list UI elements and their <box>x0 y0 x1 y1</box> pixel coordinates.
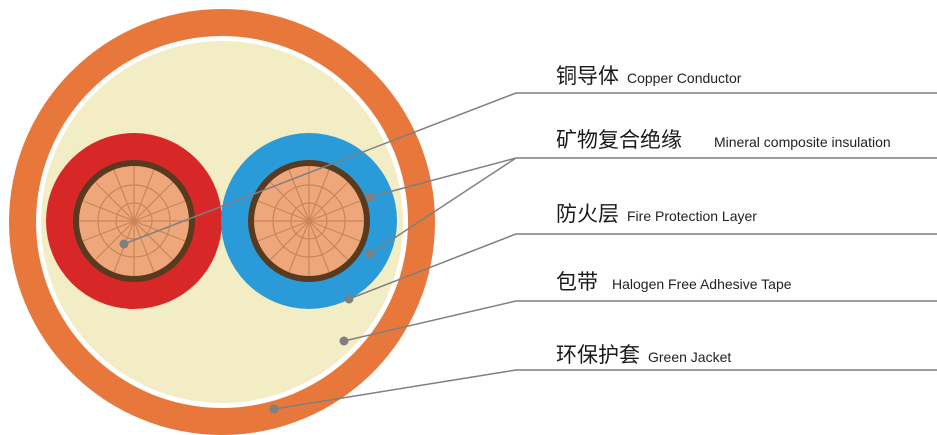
label-green-jacket-cn: 环保护套 <box>556 343 640 367</box>
label-mineral-insulation-cn: 矿物复合绝缘 <box>556 128 682 152</box>
leader-line-fire-protection <box>369 157 517 255</box>
label-adhesive-tape: 包带 Halogen Free Adhesive Tape <box>556 266 792 296</box>
pointer-dot-green-jacket <box>339 336 349 346</box>
label-copper-conductor-en: Copper Conductor <box>627 70 742 86</box>
pointer-dot-fire-protection <box>365 249 375 259</box>
label-green-jacket-en: Green Jacket <box>648 349 732 365</box>
label-green-jacket: 环保护套 Green Jacket <box>556 339 731 369</box>
label-fire-protection-cn: 防火层 <box>556 202 619 226</box>
left-conductor-strands <box>79 166 189 276</box>
label-mineral-insulation-en: Mineral composite insulation <box>714 134 891 150</box>
pointer-dot-adhesive-tape <box>344 294 354 304</box>
label-fire-protection-en: Fire Protection Layer <box>627 208 757 224</box>
label-adhesive-tape-en: Halogen Free Adhesive Tape <box>612 276 792 292</box>
label-mineral-insulation: 矿物复合绝缘 Mineral composite insulation <box>556 124 891 154</box>
label-copper-conductor: 铜导体 Copper Conductor <box>556 60 741 90</box>
right-conductor-strands <box>254 166 364 276</box>
leader-line-copper-conductor <box>123 92 937 245</box>
label-fire-protection: 防火层 Fire Protection Layer <box>556 198 757 228</box>
pointer-dot-mineral-insulation <box>365 192 375 202</box>
pointer-dot-jacket-outer <box>269 404 279 414</box>
label-copper-conductor-cn: 铜导体 <box>556 64 619 88</box>
leader-line-mineral-insulation <box>369 157 937 198</box>
leader-line-green-jacket <box>343 300 937 342</box>
leader-line-jacket-outer <box>273 369 937 410</box>
leader-line-adhesive-tape <box>348 233 937 300</box>
pointer-dot-conductor <box>119 239 129 249</box>
label-adhesive-tape-cn: 包带 <box>556 270 598 294</box>
